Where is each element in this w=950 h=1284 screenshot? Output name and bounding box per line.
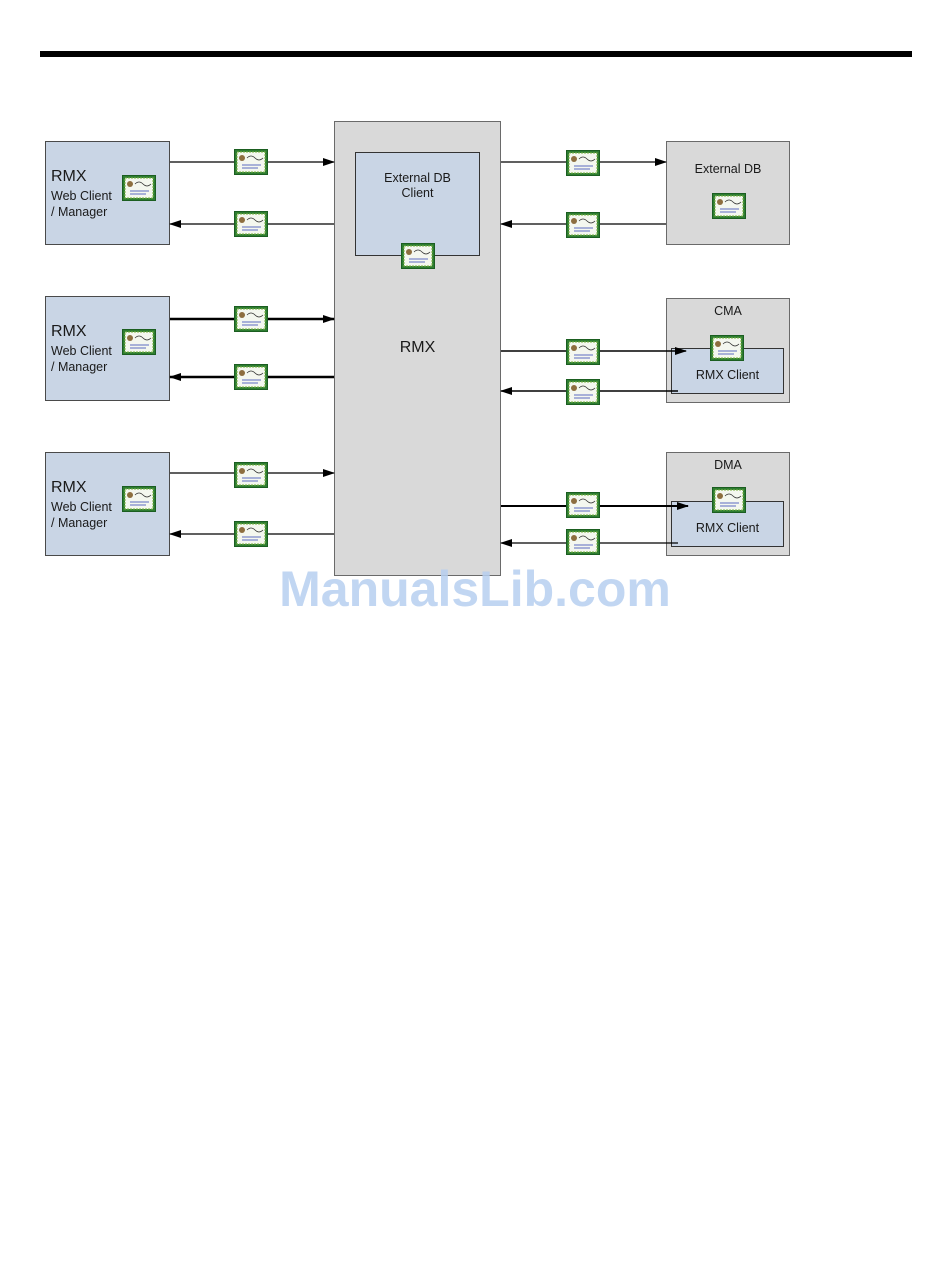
certificate-icon: [710, 335, 744, 361]
certificate-icon: [234, 211, 268, 237]
certificate-icon: [234, 306, 268, 332]
certificate-icon: [566, 212, 600, 238]
watermark: ManualsLib.com: [0, 560, 950, 618]
certificate-icon: [234, 521, 268, 547]
certificate-icon: [566, 339, 600, 365]
connection-arrows: [0, 0, 950, 620]
certificate-icon: [566, 529, 600, 555]
certificate-icon: [234, 149, 268, 175]
certificate-icon: [401, 243, 435, 269]
certificate-icon: [234, 462, 268, 488]
certificate-icon: [122, 329, 156, 355]
certificate-icon: [712, 193, 746, 219]
certificate-icon: [234, 364, 268, 390]
certificate-icon: [566, 379, 600, 405]
certificate-icon: [122, 486, 156, 512]
certificate-icon: [712, 487, 746, 513]
certificate-icon: [122, 175, 156, 201]
certificate-icon: [566, 150, 600, 176]
certificate-icon: [566, 492, 600, 518]
